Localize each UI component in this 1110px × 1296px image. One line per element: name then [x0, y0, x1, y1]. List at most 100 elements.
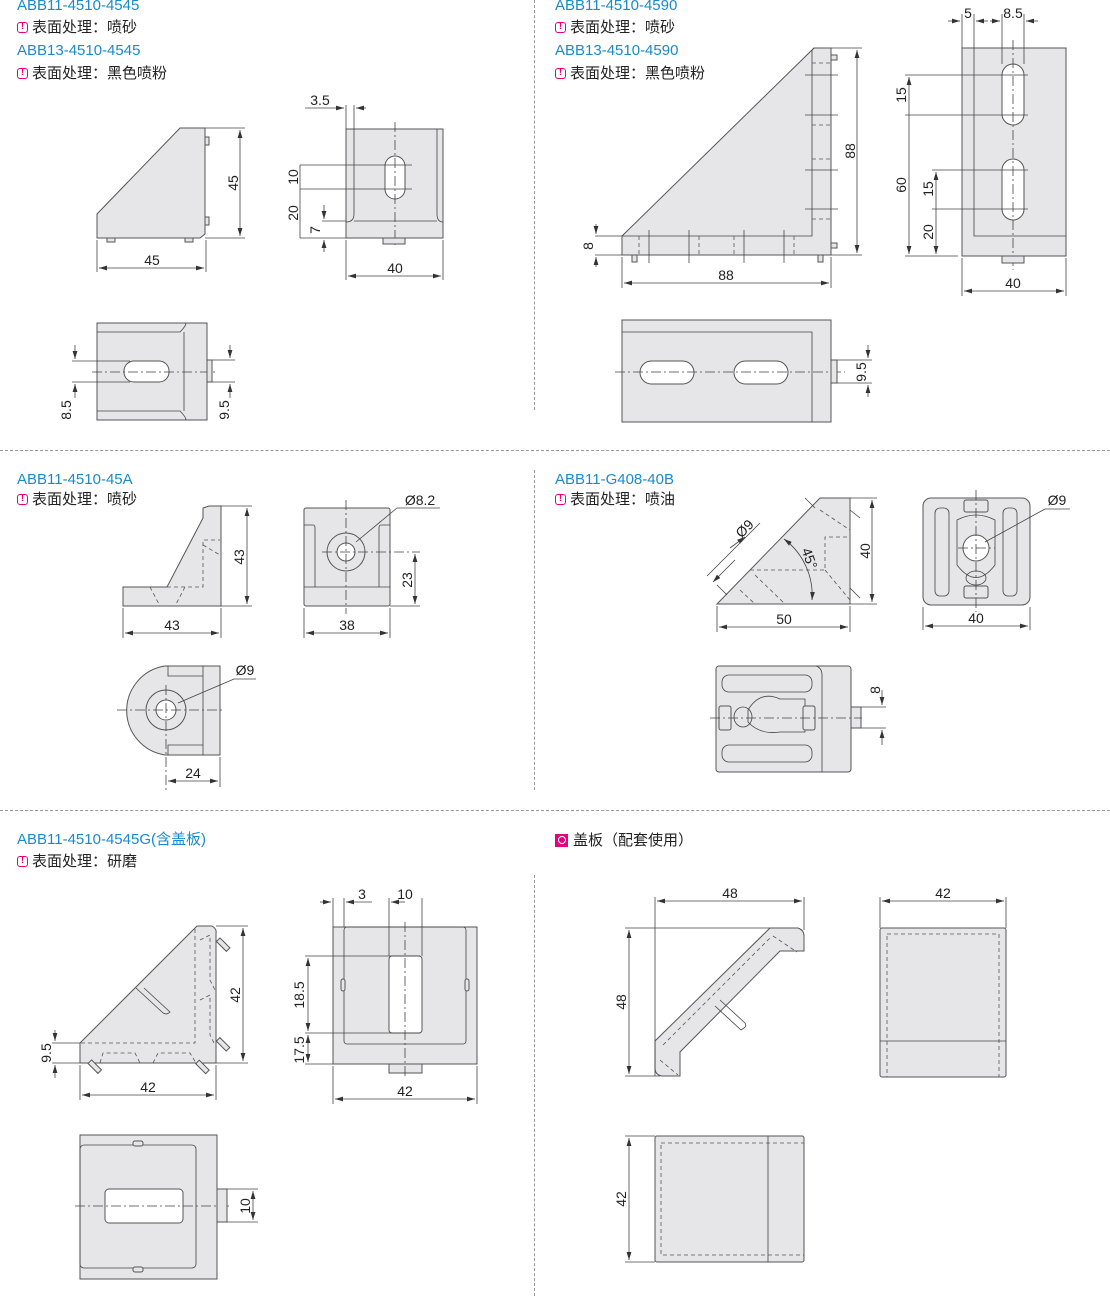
- dim-label: 45: [225, 175, 241, 191]
- section-divider: [0, 810, 1110, 811]
- dim-label: Ø9: [732, 516, 757, 541]
- surface-finish: 表面处理：研磨: [17, 852, 137, 870]
- column-divider: [534, 875, 535, 1296]
- drawing-4590-front: 5 8.5 15 60 15 20 40: [893, 5, 1067, 296]
- dim-label: Ø8.2: [405, 492, 436, 508]
- dim-label: 10: [397, 886, 413, 902]
- drawing-cover-side: 48 48: [613, 885, 805, 1077]
- dim-label: 9.5: [216, 400, 232, 420]
- surface-finish: 表面处理：喷砂: [17, 18, 137, 36]
- dim-label: Ø9: [236, 662, 255, 678]
- finish-text: 表面处理：喷油: [570, 490, 676, 508]
- drawing-45a-side: 43 43: [122, 505, 252, 638]
- dim-label: 15: [893, 87, 909, 103]
- dim-label: 42: [140, 1079, 156, 1095]
- dim-label: 20: [285, 205, 301, 221]
- dim-label: 88: [842, 143, 858, 159]
- drawing-g408-front: Ø9 40: [922, 490, 1070, 630]
- finish-text: 表面处理：黑色喷粉: [32, 64, 168, 82]
- dim-label: 9.5: [853, 362, 869, 382]
- dim-label: 8.5: [1003, 5, 1023, 21]
- dim-label: 15: [920, 181, 936, 197]
- dim-label: 40: [857, 543, 873, 559]
- dim-label: 8: [867, 686, 883, 694]
- dim-label: Ø9: [1048, 492, 1067, 508]
- drawing-4545-front: 3.5 10 20 7 40: [285, 92, 444, 280]
- drawing-4545-top: 8.5 9.5: [58, 322, 235, 421]
- dim-label: 42: [613, 1191, 629, 1207]
- dim-label: 24: [185, 765, 201, 781]
- dim-label: 40: [387, 260, 403, 276]
- dim-label: 3.5: [310, 92, 330, 108]
- cover-plate-title: 盖板（配套使用）: [555, 831, 693, 849]
- cover-plate-title-text: 盖板（配套使用）: [573, 831, 694, 849]
- finish-text: 表面处理：喷砂: [32, 18, 138, 36]
- finish-text: 表面处理：黑色喷粉: [570, 64, 706, 82]
- dim-label: 60: [893, 177, 909, 193]
- dim-label: 20: [920, 224, 936, 240]
- product-code: ABB11-4510-45A: [17, 471, 133, 488]
- product-code: ABB11-4510-4545: [17, 0, 140, 14]
- warning-icon: [555, 492, 566, 506]
- dim-label: 48: [722, 885, 738, 901]
- dim-label: 9.5: [38, 1043, 54, 1063]
- dim-label: 43: [231, 549, 247, 565]
- product-code: ABB11-G408-40B: [555, 471, 674, 488]
- surface-finish: 表面处理：黑色喷粉: [555, 64, 705, 82]
- warning-icon: [17, 20, 28, 34]
- column-divider: [534, 470, 535, 790]
- section-divider: [0, 450, 1110, 451]
- drawing-4545g-side: 42 9.5 42: [38, 925, 248, 1100]
- drawing-4545g-front: 3 10 18.5 17.5 42: [291, 886, 478, 1104]
- drawing-4545g-top: 10: [75, 1134, 258, 1280]
- dim-label: 7: [307, 226, 323, 234]
- circle-marker-icon: [555, 833, 568, 847]
- drawing-g408-top: 8: [710, 665, 886, 773]
- product-code: ABB11-4510-4590: [555, 0, 678, 14]
- dim-label: 17.5: [291, 1036, 307, 1063]
- drawing-45a-top: Ø9 24: [117, 662, 256, 790]
- drawing-4545-side: 45 45: [96, 127, 245, 272]
- dim-label: 40: [1005, 275, 1021, 291]
- column-divider: [534, 0, 535, 410]
- warning-icon: [555, 66, 566, 80]
- dim-label: 42: [227, 987, 243, 1003]
- surface-finish: 表面处理：喷油: [555, 490, 675, 508]
- dim-label: 40: [968, 610, 984, 626]
- warning-icon: [17, 66, 28, 80]
- surface-finish: 表面处理：黑色喷粉: [17, 64, 167, 82]
- product-code: ABB13-4510-4590: [555, 42, 679, 59]
- dim-label: 3: [358, 886, 366, 902]
- finish-text: 表面处理：喷砂: [570, 18, 676, 36]
- drawing-4590-top: 9.5: [615, 319, 872, 423]
- dim-label: 10: [285, 169, 301, 185]
- dim-label: 45: [144, 252, 160, 268]
- surface-finish: 表面处理：喷砂: [555, 18, 675, 36]
- drawing-4590-side: 88 8 88: [580, 47, 862, 288]
- drawing-cover-top: 42: [613, 1135, 805, 1263]
- dim-label: 38: [339, 617, 355, 633]
- dim-label: 8: [580, 242, 596, 250]
- warning-icon: [17, 854, 28, 868]
- dim-label: 42: [935, 885, 951, 901]
- warning-icon: [555, 20, 566, 34]
- dim-label: 8.5: [58, 400, 74, 420]
- dim-label: 50: [776, 611, 792, 627]
- dim-label: 18.5: [291, 981, 307, 1008]
- dim-label: 48: [613, 994, 629, 1010]
- dim-label: 45°: [799, 546, 821, 571]
- dim-label: 43: [164, 617, 180, 633]
- dim-label: 42: [397, 1083, 413, 1099]
- finish-text: 表面处理：喷砂: [32, 490, 138, 508]
- product-code: ABB13-4510-4545: [17, 42, 141, 59]
- dim-label: 88: [718, 267, 734, 283]
- dim-label: 23: [399, 572, 415, 588]
- warning-icon: [17, 492, 28, 506]
- drawing-45a-front: Ø8.2 23 38: [303, 492, 440, 638]
- drawing-cover-front: 42: [879, 885, 1007, 1078]
- surface-finish: 表面处理：喷砂: [17, 490, 137, 508]
- drawing-g408-side: Ø9 45° 40 50: [706, 497, 877, 632]
- product-code: ABB11-4510-4545G(含盖板): [17, 831, 206, 848]
- finish-text: 表面处理：研磨: [32, 852, 138, 870]
